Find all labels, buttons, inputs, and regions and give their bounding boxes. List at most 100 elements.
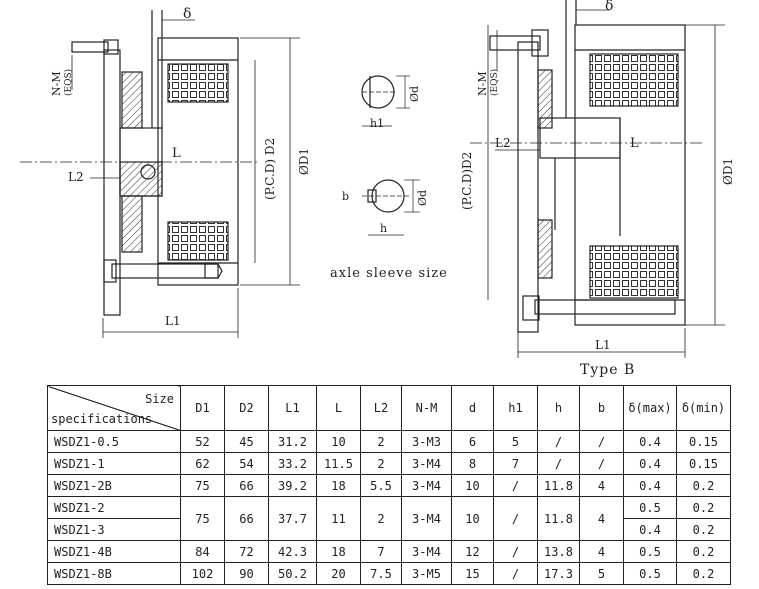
spec-cell: WSDZ1-2 [47,496,181,519]
d1-cell: 75 [180,474,225,497]
b-cell: / [579,452,624,475]
delta-max-cell: 0.5 [623,562,677,585]
d1-cell: 84 [180,540,225,563]
h1-cell: / [493,474,538,497]
b-cell: / [579,430,624,453]
l2-label-b: L2 [495,136,511,150]
corner-specifications-label: specifications [51,412,153,426]
d1-cell: 62 [180,452,225,475]
col-header-nm: N-M [401,385,452,431]
spec-cell: WSDZ1-8B [47,562,181,585]
l-cell: 10 [316,430,361,453]
h1-label: h1 [370,117,385,130]
l1-label-b: L1 [595,338,611,352]
nm-cell: 3-M3 [401,430,452,453]
table-row: WSDZ1-3 0.4 0.2 [47,518,731,541]
nm-cell: 3-M4 [401,474,452,497]
l-cell: 11.5 [316,452,361,475]
delta-label-a: δ [183,6,192,22]
col-header-d2: D2 [224,385,269,431]
l-cell: 11 [316,496,361,541]
delta-max-cell: 0.4 [623,518,677,541]
spec-cell: WSDZ1-2B [47,474,181,497]
col-header-delta-min: δ(min) [676,385,731,431]
b-label: b [342,190,350,203]
d2-cell: 54 [224,452,269,475]
l1-cell: 42.3 [268,540,317,563]
d-cell: 6 [451,430,494,453]
b-cell: 4 [579,474,624,497]
h1-cell: / [493,540,538,563]
od-label-bottom: Ød [416,189,429,206]
spec-cell: WSDZ1-3 [47,518,181,541]
pcd-d2-label-b: (P.C.D)D2 [460,151,474,210]
h1-cell: / [493,496,538,541]
l-label-a: L [172,146,181,161]
d2-cell: 90 [224,562,269,585]
d-cell: 10 [451,474,494,497]
d2-cell: 66 [224,496,269,541]
d-cell: 8 [451,452,494,475]
od1-label-b: ØD1 [721,157,735,185]
od-label-top: Ød [408,85,421,102]
d-cell: 12 [451,540,494,563]
nm-label-b: N-M [476,71,489,96]
axle-sleeve-caption: axle sleeve size [330,266,448,281]
type-a-section-view [20,10,300,338]
h1-cell: 5 [493,430,538,453]
od1-label-a: ØD1 [297,147,311,175]
spec-cell: WSDZ1-0.5 [47,430,181,453]
table-header-row: Size specifications D1 D2 L1 L L2 N-M d … [47,385,731,431]
h1-cell: 7 [493,452,538,475]
nm-cell: 3-M4 [401,452,452,475]
delta-label-b: δ [605,0,614,14]
delta-max-cell: 0.4 [623,430,677,453]
l2-cell: 5.5 [360,474,402,497]
col-header-delta-max: δ(max) [623,385,677,431]
spec-cell: WSDZ1-4B [47,540,181,563]
pcd-d2-label-a: (P.C.D) D2 [263,137,277,200]
delta-min-cell: 0.2 [676,474,731,497]
l2-label-a: L2 [68,170,84,184]
table-row: WSDZ1-4B 84 72 42.3 18 7 3-M4 12 / 13.8 … [47,540,731,563]
specification-table: Size specifications D1 D2 L1 L L2 N-M d … [47,385,731,585]
delta-min-cell: 0.2 [676,518,731,541]
col-header-l: L [316,385,361,431]
l1-label-a: L1 [165,314,181,328]
delta-min-cell: 0.2 [676,562,731,585]
axle-sleeve-detail [361,75,420,236]
type-b-caption: Type B [580,362,636,378]
h-cell: 13.8 [537,540,580,563]
delta-max-cell: 0.4 [623,474,677,497]
spec-cell: WSDZ1-1 [47,452,181,475]
b-cell: 4 [579,496,624,541]
col-header-h1: h1 [493,385,538,431]
l2-cell: 2 [360,452,402,475]
d-cell: 15 [451,562,494,585]
delta-max-cell: 0.5 [623,540,677,563]
technical-drawing [20,0,725,358]
d1-cell: 52 [180,430,225,453]
l-cell: 20 [316,562,361,585]
eqs-label-a: (EQS) [64,68,74,96]
table-row: WSDZ1-1 62 54 33.2 11.5 2 3-M4 8 7 / / 0… [47,452,731,475]
d2-cell: 45 [224,430,269,453]
l1-cell: 37.7 [268,496,317,541]
h-cell: 17.3 [537,562,580,585]
d1-cell: 75 [180,496,225,541]
d2-cell: 66 [224,474,269,497]
d2-cell: 72 [224,540,269,563]
corner-size-label: Size [145,392,174,406]
delta-min-cell: 0.2 [676,540,731,563]
l1-cell: 39.2 [268,474,317,497]
d1-cell: 102 [180,562,225,585]
l1-cell: 33.2 [268,452,317,475]
h1-cell: / [493,562,538,585]
nm-cell: 3-M4 [401,496,452,541]
h-cell: / [537,452,580,475]
col-header-l1: L1 [268,385,317,431]
l2-cell: 2 [360,496,402,541]
l-label-b: L [630,136,639,151]
delta-min-cell: 0.2 [676,496,731,519]
l1-cell: 31.2 [268,430,317,453]
